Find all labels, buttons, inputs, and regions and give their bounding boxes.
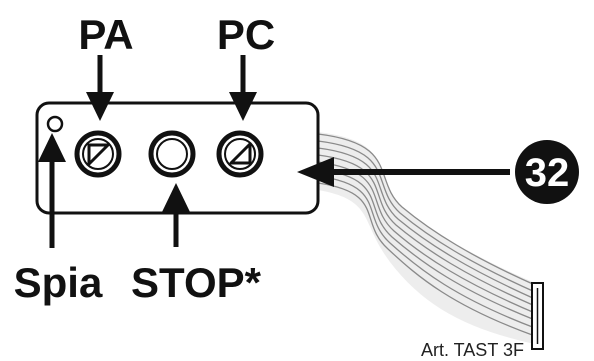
pa-label: PA [78, 11, 133, 58]
pa-arrow [86, 55, 114, 121]
reference-badge: 32 [515, 140, 579, 204]
badge-arrow [297, 157, 510, 187]
pc-button[interactable] [216, 130, 264, 178]
close-triangle-icon [229, 142, 252, 165]
stop-button[interactable] [148, 130, 196, 178]
led-indicator-icon [46, 115, 64, 133]
stop-label: STOP* [131, 259, 262, 306]
badge-number: 32 [525, 151, 570, 195]
spia-label: Spia [14, 259, 103, 306]
stop-arrow [162, 183, 190, 247]
open-triangle-icon [87, 143, 110, 166]
spia-arrow [38, 133, 66, 248]
article-code: Art. TAST 3F [421, 340, 524, 360]
pc-label: PC [217, 11, 275, 58]
pc-arrow [229, 55, 257, 121]
pa-button[interactable] [74, 130, 122, 178]
ribbon-cable [317, 132, 544, 350]
